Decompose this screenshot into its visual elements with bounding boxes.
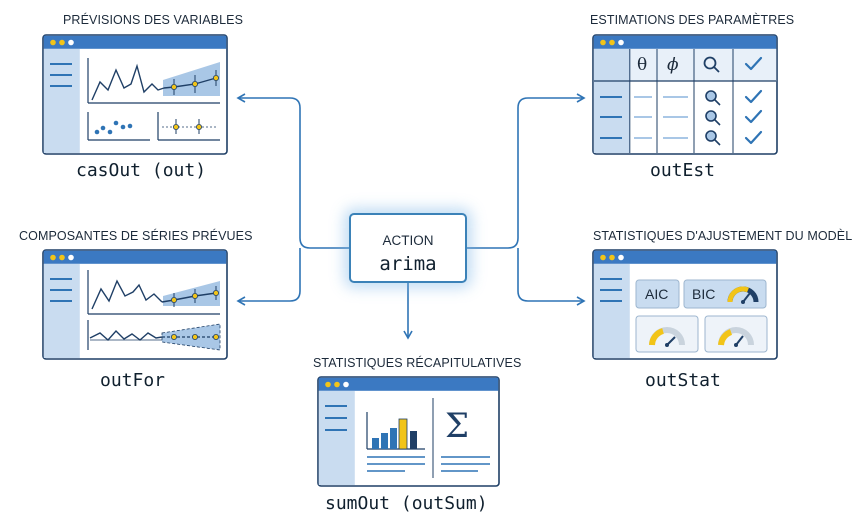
summary-window — [317, 376, 500, 487]
connector-to-components — [236, 248, 301, 306]
action-title: ACTION — [382, 233, 434, 248]
estimates-table — [593, 49, 777, 153]
component-forecast-band — [87, 320, 221, 351]
summary-table-name: sumOut (outSum) — [325, 493, 488, 514]
gauge-icon — [727, 286, 759, 304]
theta-column-header: θ — [637, 55, 648, 75]
forecasts-table-name: casOut (out) — [76, 160, 207, 181]
fit-window — [592, 249, 778, 360]
forecasts-heading: PRÉVISIONS DES VARIABLES — [63, 13, 244, 27]
arima-action-box: ACTION arima — [349, 213, 467, 283]
components-table-name: outFor — [100, 370, 166, 391]
connector-to-fit — [517, 248, 586, 306]
summary-heading: STATISTIQUES RÉCAPITULATIVES — [313, 356, 522, 370]
checkmark-icon — [744, 56, 763, 145]
summary-bar-chart — [366, 412, 425, 472]
estimates-window — [592, 34, 778, 155]
interval-plot — [157, 112, 220, 141]
bic-label: BIC — [692, 286, 716, 302]
forecasts-window — [42, 34, 228, 155]
aic-label: AIC — [645, 286, 669, 302]
search-icon — [703, 56, 720, 73]
components-heading: COMPOSANTES DE SÉRIES PRÉVUES — [19, 229, 253, 243]
forecast-line-chart — [87, 58, 220, 104]
connectors — [236, 93, 586, 340]
aic-panel — [635, 279, 680, 309]
estimates-heading: ESTIMATIONS DES PARAMÈTRES — [590, 13, 795, 27]
gauge-icon — [649, 327, 685, 347]
components-window — [42, 249, 228, 360]
fit-table-name: outStat — [645, 370, 721, 391]
magnifier-icon — [705, 90, 721, 146]
fit-heading: STATISTIQUES D'AJUSTEMENT DU MODÈLE — [593, 229, 852, 243]
connector-to-forecasts — [236, 93, 349, 249]
connector-to-estimates — [467, 93, 586, 249]
phi-column-header: ϕ — [667, 55, 679, 75]
gauge-icon — [718, 327, 754, 347]
scatter-plot — [87, 112, 150, 141]
summary-text-lines — [441, 456, 490, 472]
sigma-symbol: Σ — [445, 406, 470, 446]
component-series-chart — [87, 270, 220, 315]
action-code: arima — [379, 253, 437, 275]
estimates-table-name: outEst — [650, 160, 716, 181]
